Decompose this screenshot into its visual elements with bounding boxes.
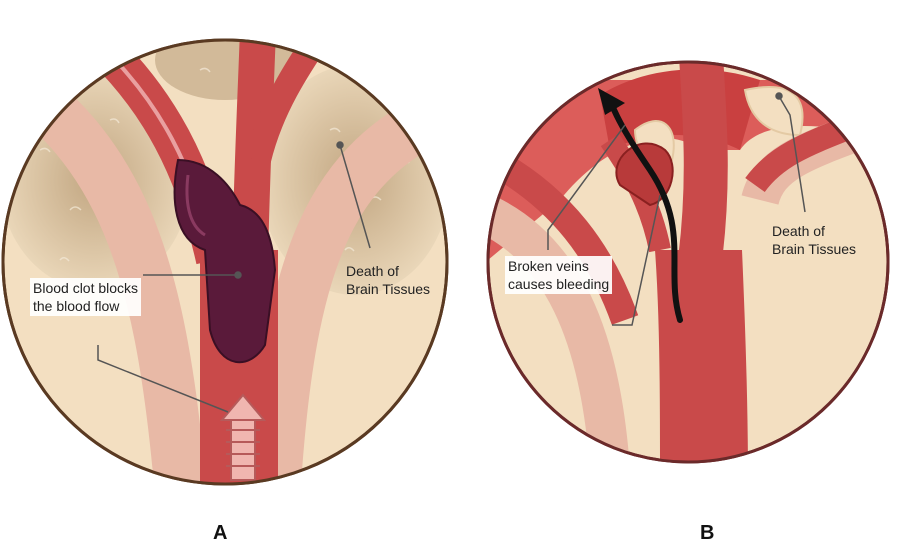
tissue-death-label-a: Death of Brain Tissues	[346, 262, 430, 298]
vessel-b-branch-top	[700, 40, 706, 260]
tissue-leader-b-dot	[776, 93, 782, 99]
clot-label: Blood clot blocks the blood flow	[30, 278, 141, 316]
panel-a-caption: A	[213, 522, 227, 545]
clot-leader-dot	[235, 272, 241, 278]
panel-a-ischemic	[0, 20, 450, 490]
tissue-leader-a-dot	[337, 142, 343, 148]
vessel-b-trunk	[655, 250, 748, 480]
vessel-b-opening	[660, 468, 748, 488]
bleeding-label: Broken veins causes bleeding	[505, 256, 612, 294]
panel-b-caption: B	[700, 522, 714, 545]
tissue-death-label-b: Death of Brain Tissues	[772, 222, 856, 258]
